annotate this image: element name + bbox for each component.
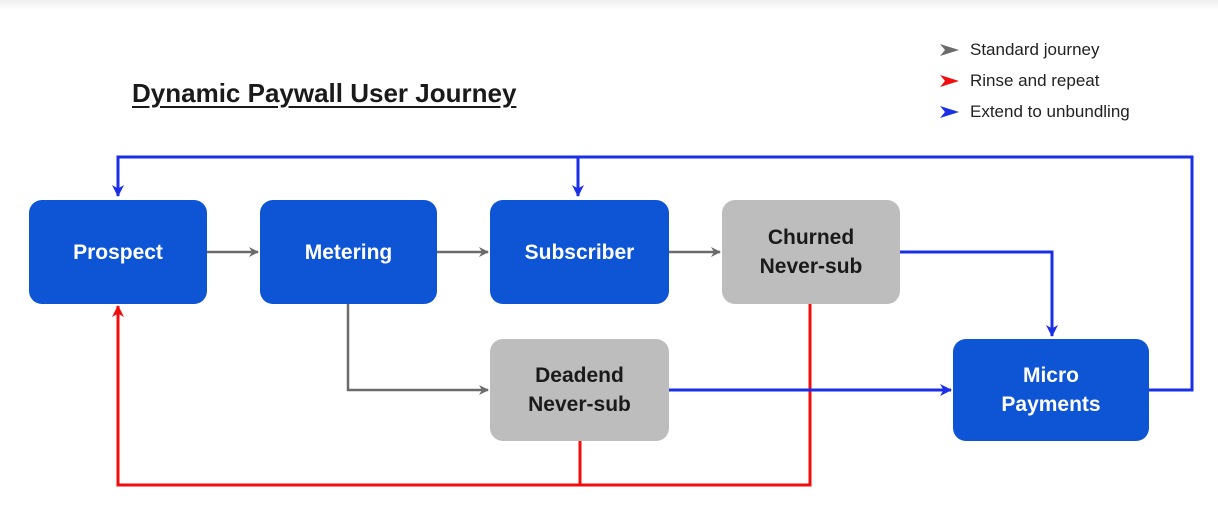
legend-label-standard: Standard journey <box>970 39 1100 59</box>
legend-label-unbundling: Extend to unbundling <box>970 101 1130 121</box>
node-metering-label: Metering <box>304 240 393 264</box>
node-deadend: Deadend Never-sub <box>490 339 669 441</box>
node-metering: Metering <box>260 200 437 304</box>
node-deadend-label: Deadend Never-sub <box>528 364 631 416</box>
node-subscriber-label: Subscriber <box>524 240 635 264</box>
edge-metering-deadend <box>346 304 489 395</box>
legend-item-unbundling: Extend to unbundling <box>938 96 1130 127</box>
legend-item-repeat: Rinse and repeat <box>938 65 1130 96</box>
node-churned: Churned Never-sub <box>722 200 900 304</box>
legend: Standard journey Rinse and repeat Extend… <box>938 34 1130 127</box>
blue-arrow-icon <box>940 105 959 118</box>
red-arrow-icon <box>940 74 959 87</box>
edge-micro-prospect <box>112 155 1194 392</box>
node-subscriber: Subscriber <box>490 200 669 304</box>
gray-arrow-icon <box>940 43 959 56</box>
legend-label-repeat: Rinse and repeat <box>970 70 1100 90</box>
node-micro-label: Micro Payments <box>1001 364 1101 416</box>
edge-deadend-prospect <box>112 305 582 487</box>
node-micro-payments: Micro Payments <box>953 339 1149 441</box>
node-prospect-label: Prospect <box>73 240 163 264</box>
top-shadow <box>0 0 1218 10</box>
edge-churned-micro <box>900 250 1058 337</box>
node-prospect: Prospect <box>29 200 207 304</box>
edge-churned-prospect <box>580 304 812 487</box>
node-churned-label: Churned Never-sub <box>759 226 863 278</box>
legend-item-standard: Standard journey <box>938 34 1130 65</box>
diagram-title: Dynamic Paywall User Journey <box>132 78 517 108</box>
